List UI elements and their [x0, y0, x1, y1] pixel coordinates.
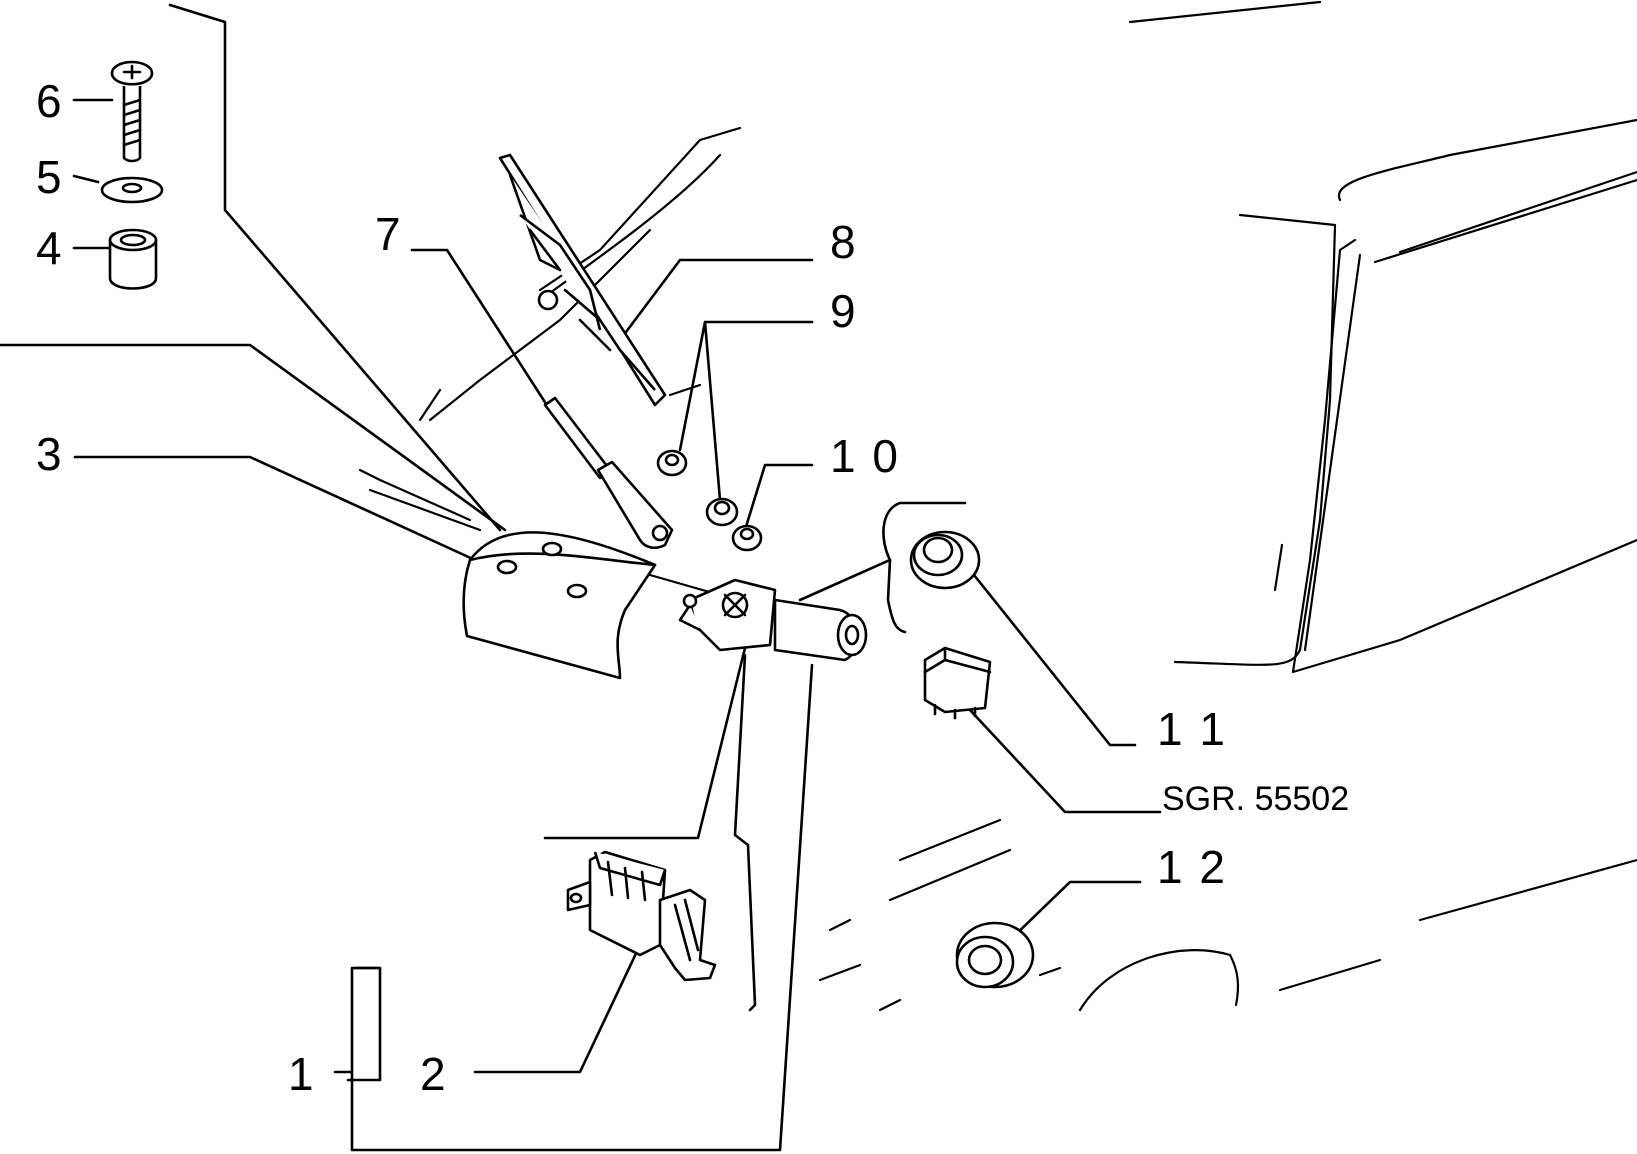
- leader-lines: [0, 3, 1162, 1152]
- leader-12: [1008, 880, 1142, 942]
- vehicle-body-outline: [358, 0, 1637, 1012]
- grommet-large-part: [909, 530, 981, 590]
- leader-bracket-bottom-a: [543, 646, 747, 840]
- leader-motor: [798, 558, 892, 602]
- leader-8: [618, 258, 814, 342]
- label-3: 3: [36, 428, 64, 480]
- label-12: 1 2: [1157, 841, 1227, 893]
- leader-bracket-top: [168, 3, 502, 532]
- label-8: 8: [830, 216, 858, 268]
- label-9: 9: [830, 285, 858, 337]
- label-10: 1 0: [830, 430, 900, 482]
- nut-part: [656, 449, 739, 527]
- label-11: 1 1: [1157, 703, 1227, 755]
- label-1: 1: [288, 1048, 316, 1100]
- seal-washer-part: [731, 524, 763, 552]
- motor-cover-part: [462, 531, 657, 680]
- leader-9b: [703, 320, 722, 502]
- wiper-arm-part: [543, 396, 674, 550]
- label-2: 2: [420, 1048, 448, 1100]
- leader-10: [743, 463, 814, 532]
- label-6: 6: [36, 75, 64, 127]
- leader-11: [968, 568, 1137, 747]
- screw-part: [110, 60, 154, 163]
- leader-sgr: [968, 708, 1162, 814]
- wiper-motor-part: [678, 578, 868, 662]
- label-5: 5: [36, 151, 64, 203]
- leader-bracket-bottom-b: [733, 653, 757, 1012]
- bushing-part: [108, 228, 158, 290]
- part-labels: 1 2 3 4 5 6 7 8 9 1 0 1 1 SGR. 55502 1 2: [36, 75, 1349, 1100]
- leader-5: [72, 174, 100, 184]
- relay-part: [923, 646, 992, 720]
- label-sgr: SGR. 55502: [1162, 780, 1349, 818]
- leader-3: [73, 455, 477, 562]
- wiper-blade-part: [498, 153, 667, 407]
- label-4: 4: [36, 222, 64, 274]
- leader-1-frame: [350, 663, 814, 1152]
- leader-bracket-left: [0, 343, 507, 532]
- washer-part: [100, 176, 164, 204]
- label-7: 7: [375, 208, 403, 260]
- switch-module-part: [566, 850, 717, 982]
- grommet-small-part: [955, 921, 1035, 989]
- leader-2: [473, 943, 642, 1074]
